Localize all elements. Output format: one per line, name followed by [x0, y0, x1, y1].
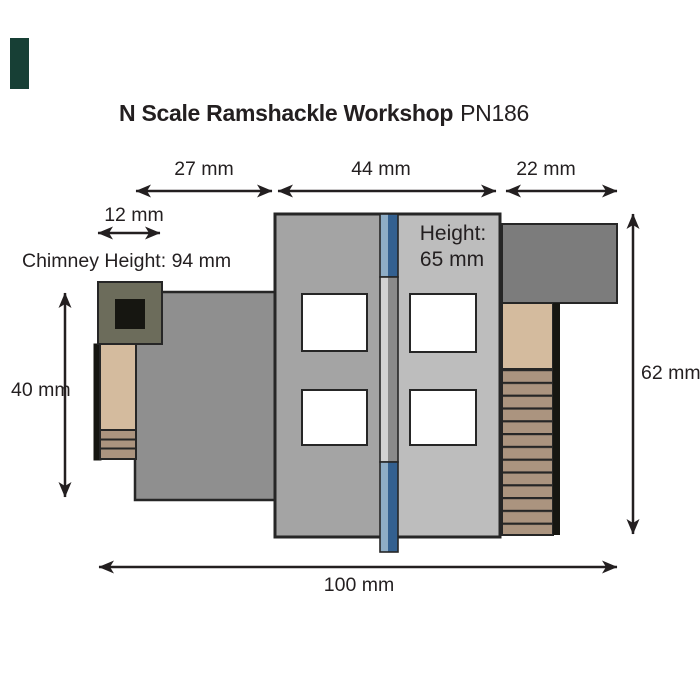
dim-label-27mm: 27 mm [174, 158, 234, 180]
drainpipe-middle-dark [388, 277, 398, 462]
window-upper-right [409, 293, 477, 353]
staircase [501, 368, 554, 536]
main-height-label-line2: 65 mm [420, 248, 484, 271]
drainpipe-middle-light [380, 277, 388, 462]
chimney-height-label: Chimney Height: 94 mm [22, 250, 231, 272]
window-upper-left [301, 293, 368, 352]
chimney-flue [115, 299, 145, 329]
drainpipe-top-light [380, 214, 388, 277]
dim-label-44mm: 44 mm [351, 158, 411, 180]
dim-label-100mm: 100 mm [324, 574, 394, 596]
dim-label-22mm: 22 mm [516, 158, 576, 180]
drainpipe-bottom-dark [388, 462, 398, 552]
staircase-edge-strip [553, 303, 560, 535]
drainpipe-middle [379, 276, 399, 463]
dim-label-62mm: 62 mm [641, 362, 700, 384]
drainpipe-bottom-light [380, 462, 388, 552]
main-height-label-line1: Height: [420, 222, 487, 245]
drainpipe-bottom [379, 461, 399, 553]
drainpipe-top-dark [388, 214, 398, 277]
chimney-shadow-strip [93, 343, 102, 461]
side-steps [99, 429, 137, 460]
rear-wall-block [501, 223, 618, 304]
window-lower-right [409, 389, 477, 446]
dim-label-40mm: 40 mm [11, 379, 71, 401]
brand-mark [10, 38, 29, 89]
page-title: N Scale Ramshackle Workshop PN186 [119, 100, 529, 126]
page-title-name: N Scale Ramshackle Workshop [119, 100, 453, 126]
main-wall-left-half [275, 214, 381, 537]
drainpipe-top [379, 213, 399, 278]
dim-label-12mm: 12 mm [104, 204, 164, 226]
window-lower-left [301, 389, 368, 446]
main-wall-right-half [381, 214, 500, 537]
page-title-code: PN186 [460, 100, 529, 126]
stair-landing [501, 302, 554, 370]
